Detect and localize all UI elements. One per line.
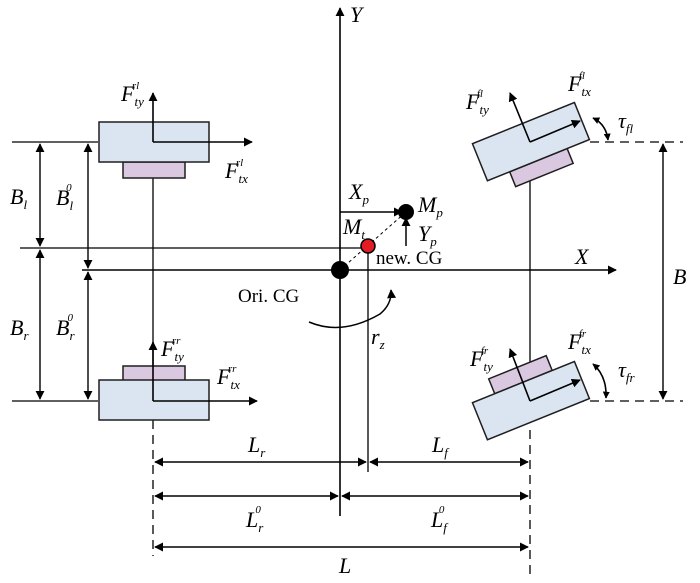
cg-offset-group [308,204,414,329]
br0-label: Br0 [56,312,75,343]
payload-mass-label: Mp [417,192,443,220]
coordinate-axes [20,7,617,516]
xp-label: Xp [348,179,369,207]
yp-label: Yp [418,221,437,249]
new-cg-label: new. CG [376,248,443,269]
front-right-lateral-force-arrow [508,348,531,402]
front-left-lateral-force-arrow [508,92,531,143]
original-cg-marker [331,261,349,279]
l-label: L [338,553,351,578]
x-axis-label: X [574,244,590,269]
front-left-steer-angle-arc [592,117,611,141]
rear-left-wheel [98,92,253,179]
front-right-wheel [471,348,610,441]
lf0-label: Lf0 [430,504,449,535]
total-mass-label: Mt [342,214,365,242]
yaw-rate-label: rz [371,324,385,352]
y-axis-label: Y [350,2,365,27]
rear-right-longitudinal-force-label: Ftxrr [216,363,240,392]
rear-right-wheel [98,341,258,421]
lr0-label: Lr0 [245,504,264,535]
front-right-longitudinal-force-arrow [529,378,581,402]
rear-left-longitudinal-force-label: Ftxrl [224,157,248,186]
bl0-label: Bl0 [56,182,73,213]
front-left-lateral-force-label: Ftyfl [465,88,489,117]
yaw-rotation-arrow [308,289,397,329]
rear-left-lateral-force-label: Ftyrl [120,80,144,109]
front-right-steer-angle-label: τfr [618,357,635,385]
b-label: B [673,264,686,289]
front-right-longitudinal-force-label: Ftxfr [567,328,591,357]
front-left-longitudinal-force-arrow [529,119,581,143]
front-right-lateral-force-label: Ftyfr [469,345,493,374]
rear-right-tire [98,379,210,421]
br-label: Br [10,315,29,343]
bottom-dimensions [154,457,529,552]
reference-lines [12,141,683,575]
bl-label: Bl [10,184,27,212]
original-cg-label: Ori. CG [238,286,300,307]
rear-left-hub [122,161,186,179]
front-left-steer-angle-label: τfl [618,108,633,136]
front-right-steer-angle-arc [592,363,610,399]
front-left-longitudinal-force-label: Ftxfl [567,70,591,99]
payload-mass-marker [398,204,414,220]
new-cg-marker [360,238,376,254]
labels: Y X Mp Mt Xp Yp new. CG Ori. CG rz Ftyrl… [10,2,686,578]
lr-label: Lr [247,432,266,460]
front-left-wheel [471,92,611,188]
rear-right-lateral-force-label: Ftyrr [160,335,184,364]
left-dimensions [35,143,93,400]
lf-label: Lf [431,432,450,460]
